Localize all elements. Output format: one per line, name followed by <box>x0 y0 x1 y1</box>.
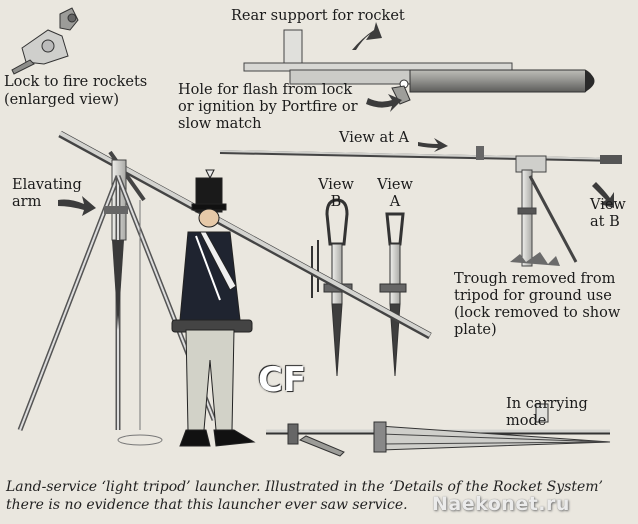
arrow-rear-support <box>352 22 382 50</box>
label-hole-line1: Hole for flash from lock <box>178 82 353 98</box>
label-view-at-a: View at A <box>339 130 410 146</box>
pointer-arrows <box>58 22 614 216</box>
label-elevating-line1: Elavating <box>12 177 82 193</box>
label-hole-line3: slow match <box>178 116 262 132</box>
lock-drawing <box>11 7 79 75</box>
label-lock-line2: (enlarged view) <box>4 92 120 108</box>
watermark-text: Naekonet.ru <box>432 493 570 515</box>
arrow-view-at-a <box>418 138 448 152</box>
label-trough-line1: Trough removed from <box>454 271 616 287</box>
soldier-figure <box>171 169 256 447</box>
cf-logo: CF <box>258 360 307 400</box>
view-a-clamp <box>379 212 407 377</box>
label-view-a-letter: A <box>389 194 401 210</box>
label-view-at-b-line2: at B <box>590 214 620 230</box>
label-view-b-word: View <box>318 177 354 193</box>
view-at-a-bar <box>219 146 622 173</box>
label-trough-line3: (lock removed to show <box>454 305 621 321</box>
caption-line1: Land-service ‘light tripod’ launcher. Il… <box>6 479 603 495</box>
label-trough-line4: plate) <box>454 322 497 338</box>
label-view-a-word: View <box>377 177 413 193</box>
label-hole-line2: or ignition by Portfire or <box>178 99 358 115</box>
figure-caption: Land-service ‘light tripod’ launcher. Il… <box>6 478 636 514</box>
label-carrying-line2: mode <box>506 413 547 429</box>
caption-line2: there is no evidence that this launcher … <box>6 497 408 513</box>
label-lock-line1: Lock to fire rockets <box>4 74 148 90</box>
arrow-view-at-b <box>592 182 614 208</box>
ground-trough-support <box>510 169 578 267</box>
label-carrying-line1: In carrying <box>506 396 588 412</box>
label-view-b-letter: B <box>330 194 342 210</box>
arrow-hole <box>366 94 402 112</box>
carrying-mode-drawing <box>266 403 611 457</box>
label-rear-support: Rear support for rocket <box>231 8 405 24</box>
label-elevating-line2: arm <box>12 194 42 210</box>
label-view-at-b-line1: View <box>590 197 626 213</box>
rocket-trough-top <box>243 29 595 105</box>
arrow-elevating <box>58 196 96 216</box>
label-trough-line2: tripod for ground use <box>454 288 612 304</box>
